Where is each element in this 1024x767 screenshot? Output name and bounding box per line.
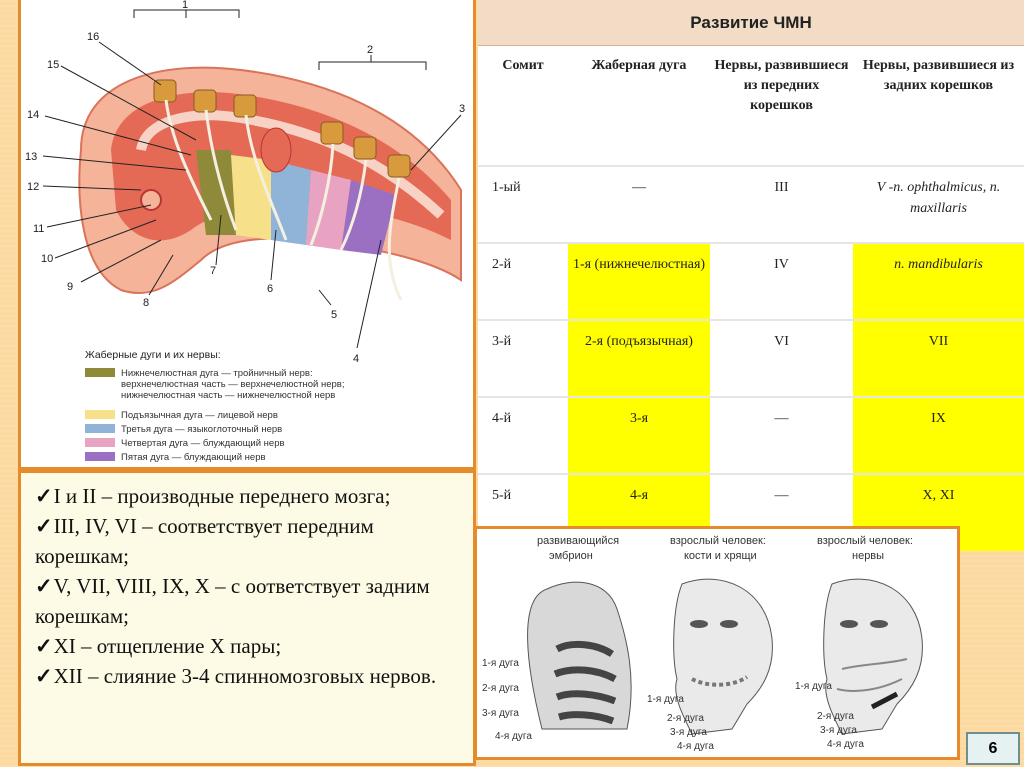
- table-row: 2-й 1-я (нижнечелюстная) IV n. mandibula…: [478, 242, 1024, 320]
- faces-figure-panel: развивающийся эмбрион взрослый человек: …: [474, 526, 960, 760]
- table-row: 3-й 2-я (подъязычная) VI VII: [478, 319, 1024, 397]
- note-item: ✓XI – отщепление X пары;: [35, 631, 461, 661]
- caption-nerves: взрослый человек:: [817, 535, 913, 547]
- fig-label-10: 10: [41, 253, 53, 265]
- legend-swatch-fifth: [85, 452, 115, 461]
- legend-item: Пятая дуга — блуждающий нерв: [121, 452, 266, 463]
- caption-bones: взрослый человек:: [670, 535, 766, 547]
- table-row: 4-й 3-я — IX: [478, 396, 1024, 474]
- cell-arch: —: [568, 165, 710, 243]
- fig-label-7: 7: [210, 265, 216, 277]
- cell-arch: 3-я: [568, 396, 710, 474]
- fig-label-2: 2: [367, 44, 373, 56]
- fig-label-9: 9: [67, 281, 73, 293]
- arch-label: 1-я дуга: [795, 681, 832, 692]
- legend-item: Третья дуга — языкоглоточный нерв: [121, 424, 282, 435]
- arch-label: 1-я дуга: [647, 694, 684, 705]
- check-icon: ✓: [35, 484, 53, 508]
- arch-label: 2-я дуга: [482, 683, 519, 694]
- fig-label-1: 1: [182, 0, 188, 11]
- cell-arch: 1-я (нижнечелюстная): [568, 242, 710, 320]
- figure-legend: Жаберные дуги и их нервы: Нижнечелюстная…: [85, 349, 344, 463]
- cell-somite: 1-ый: [478, 165, 568, 243]
- header-posterior: Нервы, развившиеся из задних корешков: [853, 46, 1024, 166]
- note-text: XII – слияние 3-4 спинномозговых нервов.: [53, 664, 437, 688]
- cell-posterior: IX: [853, 396, 1024, 474]
- cranial-nerves-table-panel: Развитие ЧМН Сомит Жаберная дуга Нервы, …: [478, 0, 1024, 551]
- arch-label: 2-я дуга: [667, 713, 704, 724]
- legend-swatch-third: [85, 424, 115, 433]
- embryo-figure-panel: 1 2 3 4 5 6 7 8 9 10 11 12 13 14 15 16 Ж…: [18, 0, 476, 470]
- header-anterior: Нервы, развившиеся из передних корешков: [710, 46, 853, 166]
- cranial-nerves-table: Сомит Жаберная дуга Нервы, развившиеся и…: [478, 46, 1024, 551]
- fig-label-5: 5: [331, 309, 337, 321]
- arch-label: 3-я дуга: [482, 708, 519, 719]
- cell-somite: 4-й: [478, 396, 568, 474]
- embryo-diagram: 1 2 3 4 5 6 7 8 9 10 11 12 13 14 15 16 Ж…: [25, 0, 465, 463]
- fig-label-11: 11: [33, 223, 44, 235]
- cell-anterior: III: [710, 165, 853, 243]
- note-item: ✓III, IV, VI – соответствует передним ко…: [35, 511, 461, 571]
- legend-swatch-fourth: [85, 438, 115, 447]
- cell-somite: 3-й: [478, 319, 568, 397]
- note-text: I и II – производные переднего мозга;: [53, 484, 391, 508]
- arch-label: 1-я дуга: [482, 658, 519, 669]
- arch-label: 4-я дуга: [827, 739, 864, 750]
- page-number: 6: [966, 732, 1020, 765]
- legend-item: Подъязычная дуга — лицевой нерв: [121, 410, 278, 421]
- legend-swatch-mandibular: [85, 368, 115, 377]
- fig-label-4: 4: [353, 353, 359, 365]
- fig-label-3: 3: [459, 103, 465, 115]
- table-title: Развитие ЧМН: [478, 0, 1024, 46]
- caption-embryo-2: эмбрион: [549, 550, 593, 562]
- cell-posterior: n. mandibularis: [853, 242, 1024, 320]
- arch-label: 3-я дуга: [820, 725, 857, 736]
- fig-label-14: 14: [27, 109, 39, 121]
- fig-label-16: 16: [87, 31, 99, 43]
- header-arch: Жаберная дуга: [568, 46, 710, 166]
- note-text: XI – отщепление X пары;: [53, 634, 282, 658]
- cell-anterior: VI: [710, 319, 853, 397]
- note-item: ✓I и II – производные переднего мозга;: [35, 481, 461, 511]
- caption-embryo-1: развивающийся: [537, 535, 619, 547]
- caption-bones-2: кости и хрящи: [684, 550, 757, 562]
- check-icon: ✓: [35, 514, 53, 538]
- cell-posterior: VII: [853, 319, 1024, 397]
- note-item: ✓XII – слияние 3-4 спинномозговых нервов…: [35, 661, 461, 691]
- fig-label-8: 8: [143, 297, 149, 309]
- cell-anterior: IV: [710, 242, 853, 320]
- legend-item: нижнечелюстная часть — нижнечелюстной не…: [121, 390, 335, 401]
- caption-nerves-2: нервы: [852, 550, 884, 562]
- note-item: ✓V, VII, VIII, IX, X – с оответствует за…: [35, 571, 461, 631]
- check-icon: ✓: [35, 664, 53, 688]
- note-text: III, IV, VI – соответствует передним кор…: [35, 514, 374, 568]
- legend-item: верхнечелюстная часть — верхнечелюстной …: [121, 379, 344, 390]
- cell-posterior: V -n. ophthalmicus, n. maxillaris: [853, 165, 1024, 243]
- check-icon: ✓: [35, 574, 53, 598]
- arch-label: 2-я дуга: [817, 711, 854, 722]
- legend-item: Нижнечелюстная дуга — тройничный нерв:: [121, 368, 313, 379]
- cell-somite: 2-й: [478, 242, 568, 320]
- faces-diagram: развивающийся эмбрион взрослый человек: …: [482, 535, 923, 752]
- legend-item: Четвертая дуга — блуждающий нерв: [121, 438, 285, 449]
- cell-anterior: —: [710, 396, 853, 474]
- table-header-row: Сомит Жаберная дуга Нервы, развившиеся и…: [478, 46, 1024, 166]
- header-somite: Сомит: [478, 46, 568, 166]
- notes-panel: ✓I и II – производные переднего мозга; ✓…: [18, 470, 476, 766]
- arch-label: 4-я дуга: [677, 741, 714, 752]
- figure-number-labels: 1 2 3 4 5 6 7 8 9 10 11 12 13 14 15 16: [25, 0, 465, 365]
- table-row: 1-ый — III V -n. ophthalmicus, n. maxill…: [478, 165, 1024, 243]
- check-icon: ✓: [35, 634, 53, 658]
- note-text: V, VII, VIII, IX, X – с оответствует зад…: [35, 574, 430, 628]
- fig-label-15: 15: [47, 59, 59, 71]
- fig-label-12: 12: [27, 181, 39, 193]
- legend-swatch-hyoid: [85, 410, 115, 419]
- arch-label: 3-я дуга: [670, 727, 707, 738]
- cell-arch: 2-я (подъязычная): [568, 319, 710, 397]
- arch-label: 4-я дуга: [495, 731, 532, 742]
- legend-title: Жаберные дуги и их нервы:: [85, 349, 221, 361]
- fig-label-13: 13: [25, 151, 37, 163]
- fig-label-6: 6: [267, 283, 273, 295]
